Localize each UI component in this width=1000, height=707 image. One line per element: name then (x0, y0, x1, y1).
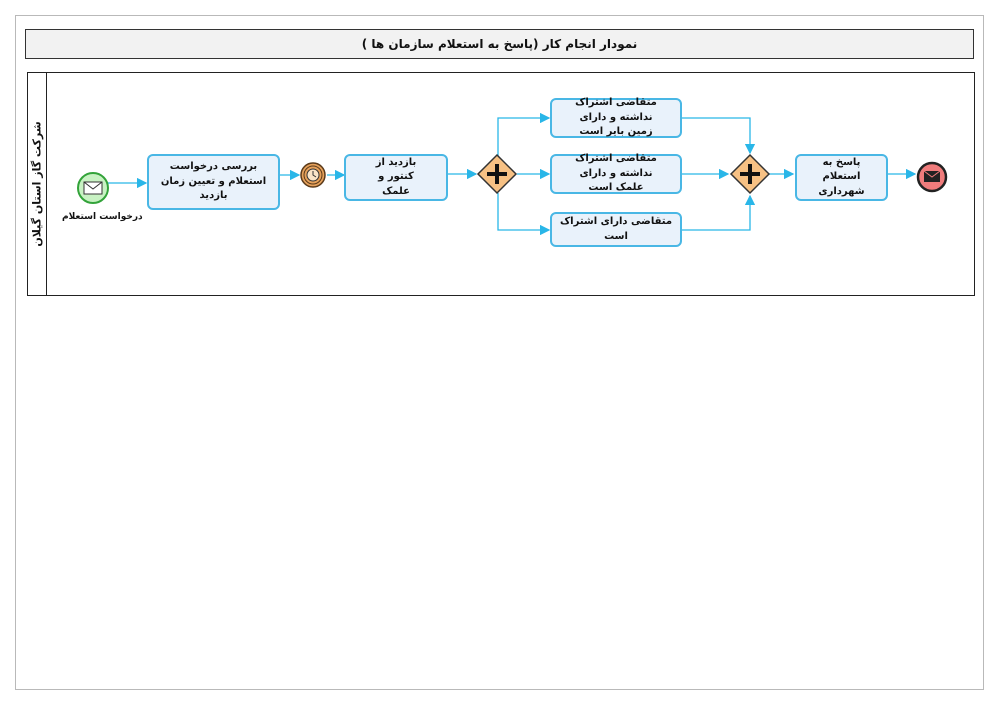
task-review-request[interactable]: بررسی درخواست استعلام و تعیین زمان بازدی… (147, 154, 280, 210)
start-event-label: درخواست استعلام (62, 212, 143, 222)
flow-has-sub-to-merge (682, 194, 756, 231)
flow-gateway-to-has-sub (497, 193, 551, 236)
parallel-merge-gateway[interactable] (729, 153, 771, 195)
diagram-title: نمودار انجام کار (پاسخ به استعلام سازمان… (25, 29, 974, 59)
end-event[interactable] (916, 161, 948, 193)
plus-icon (740, 164, 760, 184)
clock-icon (306, 168, 320, 182)
envelope-icon (83, 181, 103, 195)
page-frame (15, 15, 984, 690)
plus-icon (487, 164, 507, 184)
start-event[interactable] (77, 172, 109, 204)
task-has-subscription[interactable]: متقاضی دارای اشتراک است (550, 212, 682, 247)
task-reply-municipality[interactable]: پاسخ به استعلام شهرداری (795, 154, 888, 201)
parallel-split-gateway[interactable] (476, 153, 518, 195)
task-no-subscription-has-riser[interactable]: متقاضی اشتراک نداشته و دارای علمک است (550, 153, 682, 194)
task-site-visit[interactable]: بازدید از کنتور و علمک (344, 154, 448, 201)
lane-header (27, 72, 47, 296)
flow-gateway-to-vacant-land (497, 112, 551, 156)
task-no-subscription-vacant-land[interactable]: متقاضی اشتراک نداشته و دارای زمین بایر ا… (550, 97, 682, 138)
envelope-icon (923, 170, 941, 182)
timer-event[interactable] (300, 162, 326, 188)
flow-vacant-land-to-merge (682, 117, 756, 155)
pool (27, 72, 975, 296)
